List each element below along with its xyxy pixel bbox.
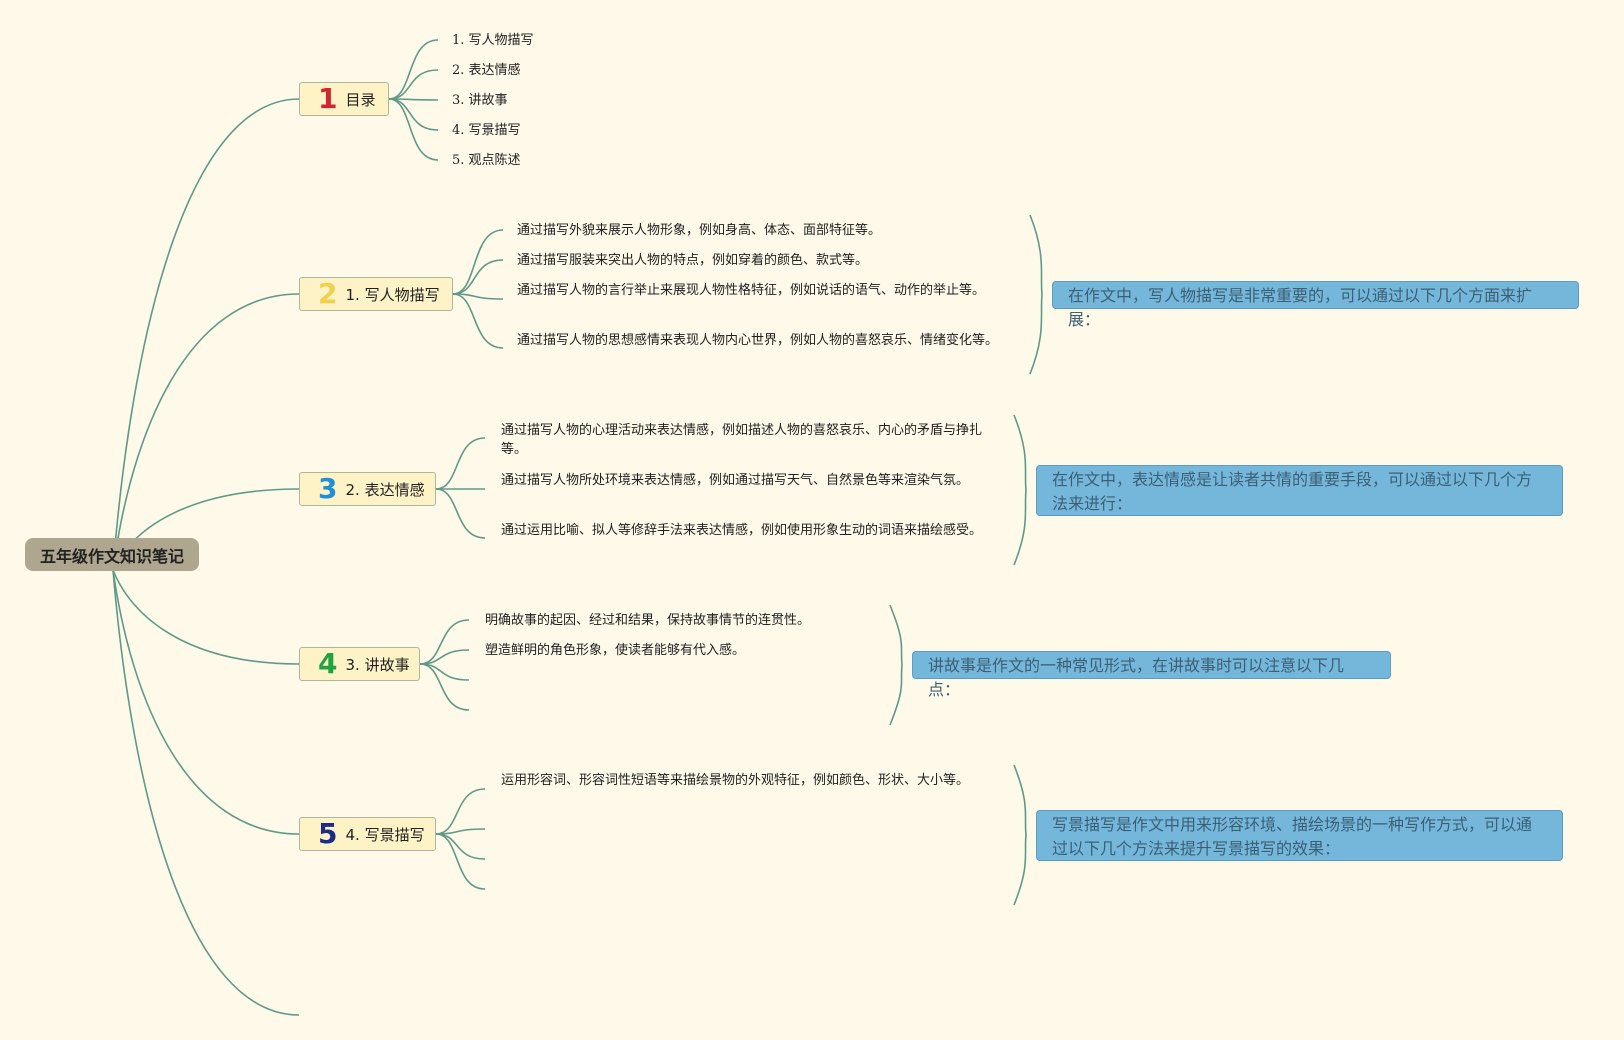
- branch-label: 1. 写人物描写: [345, 285, 440, 304]
- branch-label: 4. 写景描写: [345, 825, 425, 844]
- summary-box[interactable]: 在作文中，写人物描写是非常重要的，可以通过以下几个方面来扩展：: [1052, 281, 1579, 329]
- branch-character[interactable]: 2 1. 写人物描写: [299, 277, 453, 311]
- toc-item[interactable]: 1. 写人物描写: [452, 33, 534, 48]
- toc-item[interactable]: 4. 写景描写: [452, 123, 521, 138]
- summary-bracket: [1029, 214, 1043, 375]
- summary-bracket: [889, 604, 903, 726]
- root-label: 五年级作文知识笔记: [39, 546, 184, 566]
- branch-scenery[interactable]: 5 4. 写景描写: [299, 817, 436, 851]
- child-connector: [452, 259, 504, 295]
- summary-bracket: [1013, 414, 1027, 566]
- branch-emotion[interactable]: 3 2. 表达情感: [299, 472, 436, 506]
- root-connector: [112, 98, 300, 571]
- leaf-text[interactable]: 运用形容词、形容词性短语等来描绘景物的外观特征，例如颜色、形状、大小等。: [501, 773, 970, 788]
- child-connector: [435, 833, 486, 860]
- branch-story[interactable]: 4 3. 讲故事: [299, 647, 420, 681]
- child-connector: [435, 788, 486, 835]
- child-connector: [419, 619, 470, 665]
- branch-label: 3. 讲故事: [345, 655, 410, 674]
- root-connector: [112, 569, 300, 1016]
- number-2-icon: 2: [318, 277, 338, 310]
- leaf-text[interactable]: 通过描写外貌来展示人物形象，例如身高、体态、面部特征等。: [517, 223, 882, 238]
- summary-box[interactable]: 在作文中，表达情感是让读者共情的重要手段，可以通过以下几个方法来进行：: [1036, 465, 1563, 516]
- child-connector: [419, 663, 470, 711]
- leaf-text[interactable]: 通过描写服装来突出人物的特点，例如穿着的颜色、款式等。: [517, 253, 869, 268]
- child-connector: [435, 833, 486, 890]
- leaf-text[interactable]: 通过描写人物的思想感情来表现人物内心世界，例如人物的喜怒哀乐、情绪变化等。: [517, 333, 999, 348]
- child-connector: [388, 98, 439, 131]
- branch-label: 目录: [345, 90, 376, 109]
- number-1-icon: 1: [318, 82, 338, 115]
- branch-toc[interactable]: 1 目录: [299, 82, 389, 116]
- child-connector: [435, 488, 486, 539]
- root-connector: [112, 293, 300, 571]
- leaf-text[interactable]: 通过描写人物的心理活动来表达情感，例如描述人物的喜怒哀乐、内心的矛盾与挣扎等。: [501, 423, 983, 457]
- child-connector: [388, 98, 439, 161]
- number-5-icon: 5: [318, 817, 338, 850]
- toc-item[interactable]: 2. 表达情感: [452, 63, 521, 78]
- child-connector: [435, 437, 486, 490]
- child-connector: [388, 69, 439, 100]
- branch-label: 2. 表达情感: [345, 480, 425, 499]
- leaf-text[interactable]: 塑造鲜明的角色形象，使读者能够有代入感。: [485, 643, 746, 658]
- child-connector: [452, 293, 504, 349]
- leaf-text[interactable]: 通过描写人物的言行举止来展现人物性格特征，例如说话的语气、动作的举止等。: [517, 283, 986, 298]
- leaf-text[interactable]: 明确故事的起因、经过和结果，保持故事情节的连贯性。: [485, 613, 811, 628]
- summary-box[interactable]: 写景描写是作文中用来形容环境、描绘场景的一种写作方式，可以通过以下几个方法来提升…: [1036, 810, 1563, 861]
- child-connector: [452, 293, 504, 300]
- root-topic[interactable]: 五年级作文知识笔记: [25, 538, 199, 571]
- number-4-icon: 4: [318, 647, 338, 680]
- toc-item[interactable]: 5. 观点陈述: [452, 153, 521, 168]
- child-connector: [452, 229, 504, 295]
- summary-box[interactable]: 讲故事是作文的一种常见形式，在讲故事时可以注意以下几点：: [912, 651, 1391, 699]
- root-connector: [112, 569, 300, 835]
- root-connector: [112, 569, 300, 665]
- child-connector: [388, 39, 439, 100]
- number-3-icon: 3: [318, 472, 338, 505]
- summary-bracket: [1013, 764, 1027, 906]
- leaf-text[interactable]: 通过描写人物所处环境来表达情感，例如通过描写天气、自然景色等来渲染气氛。: [501, 473, 970, 488]
- toc-item[interactable]: 3. 讲故事: [452, 93, 508, 108]
- leaf-text[interactable]: 通过运用比喻、拟人等修辞手法来表达情感，例如使用形象生动的词语来描绘感受。: [501, 523, 983, 538]
